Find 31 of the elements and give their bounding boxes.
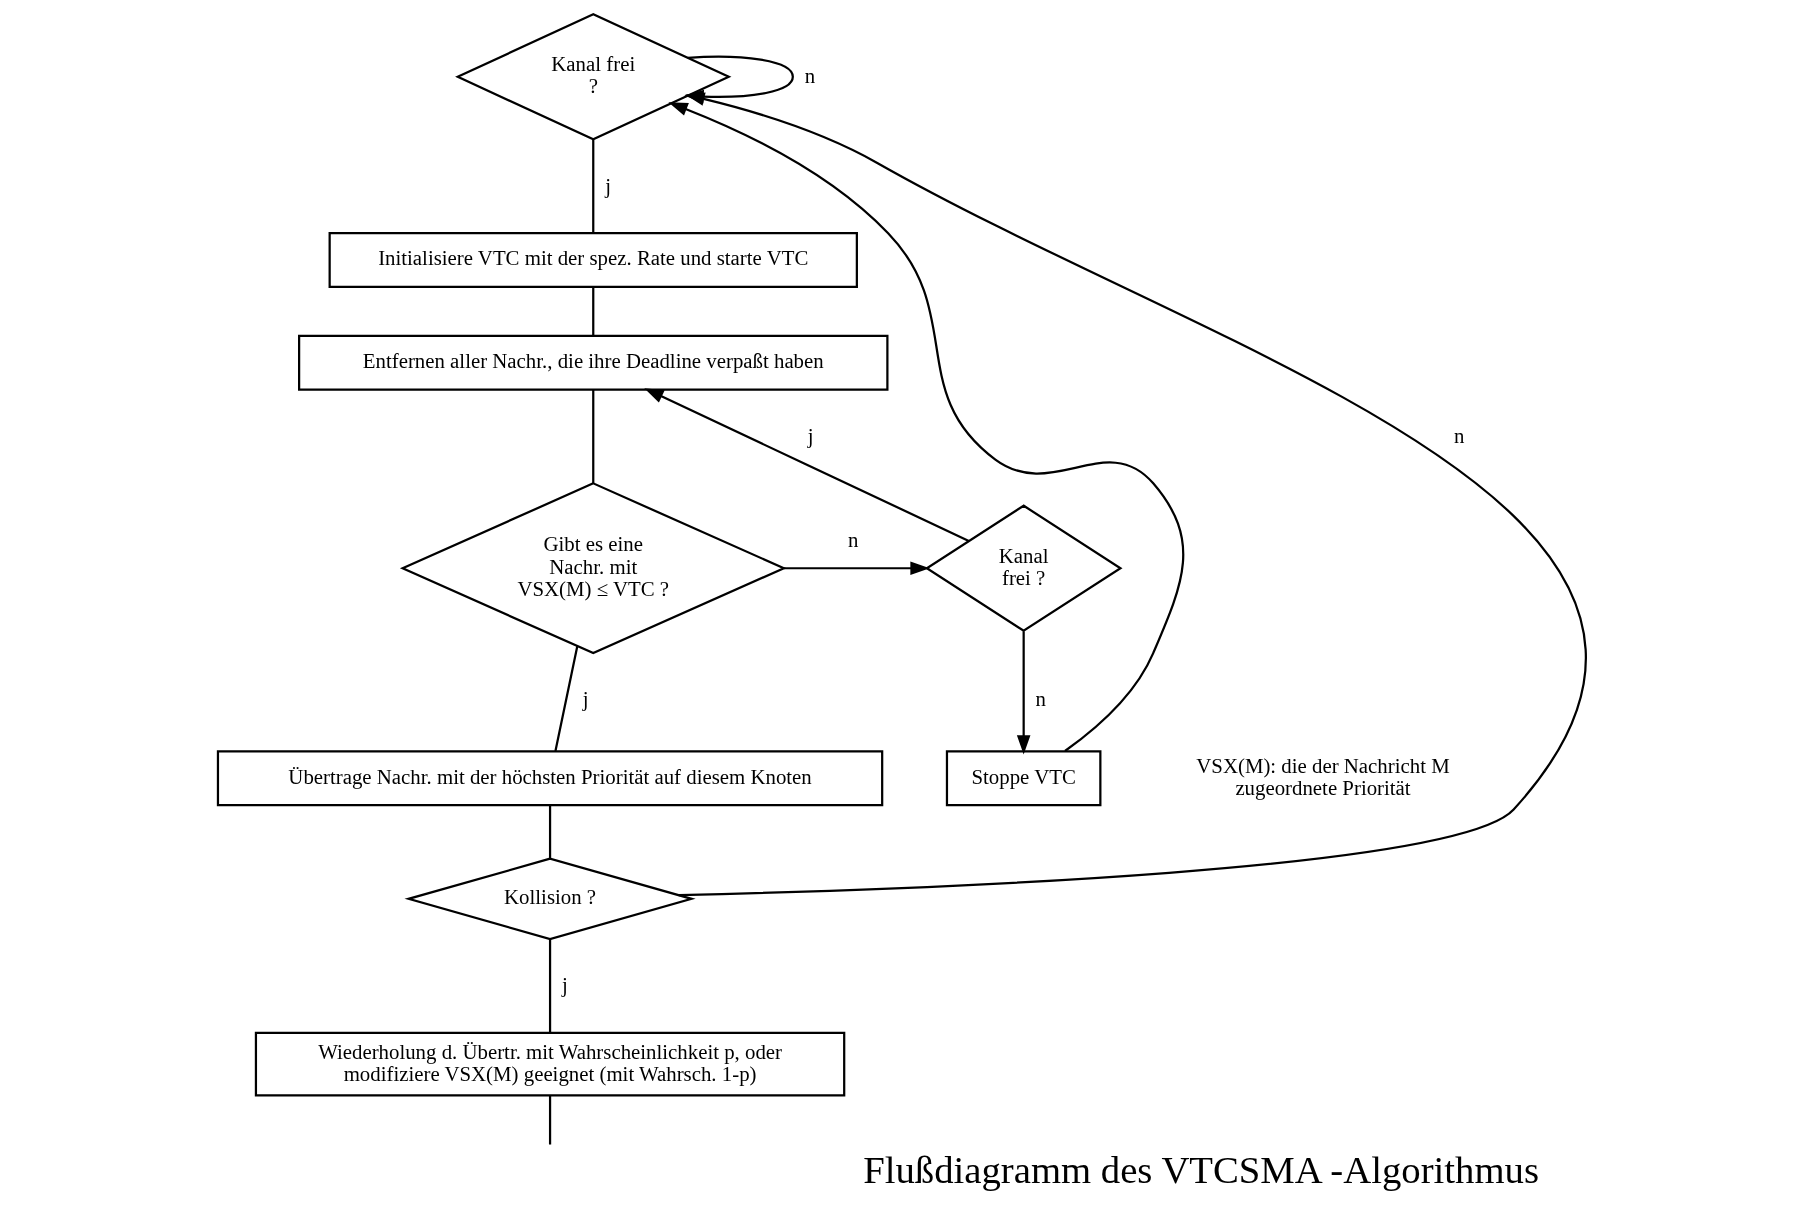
connector [554, 646, 579, 752]
label: VSX(M): die der Nachricht M zugeordnete Priorität [1196, 753, 1450, 800]
node-box: Stoppe VTC [945, 750, 1102, 807]
arrow [678, 92, 1585, 897]
node-box: Übertrage Nachr. mit der höchsten Priorität auf diesem Knoten [216, 750, 884, 807]
arrow [1016, 631, 1031, 755]
node-box: Entfernen aller Nachr., die ihre Deadline verpaßt haben [298, 334, 889, 391]
edge-label: n [1454, 423, 1465, 448]
edge-label: n [804, 64, 816, 89]
arrow [644, 388, 970, 542]
edge-label: n [847, 527, 859, 552]
connector [548, 805, 552, 859]
arrow [668, 102, 1185, 752]
diagram-title: Flußdiagramm des VTCSMA -Algorithmus [863, 1147, 1539, 1191]
connector [592, 287, 595, 336]
connector [592, 389, 595, 484]
edge-label: j [582, 687, 589, 712]
node-diamond: Kollision ? [404, 857, 696, 941]
edge-label: j [807, 423, 814, 448]
node-diamond: Gibt es eine Nachr. mit VSX(M) ≤ VTC ? [399, 482, 787, 655]
edge-label: j [561, 973, 568, 998]
node-diamond: Kanal frei ? [455, 13, 732, 141]
connector [548, 939, 552, 1033]
node-diamond: Kanal frei ? [924, 504, 1123, 633]
node-box: Initialisiere VTC mit der spez. Rate und starte VTC [328, 232, 858, 288]
edge-label: n [1035, 687, 1046, 712]
arrow [783, 561, 930, 576]
node-box: Wiederholung d. Übertr. mit Wahrscheinlichkeit p, oder modifiziere VSX(M) geeignet (mit Wahrsch. 1-p) [254, 1031, 846, 1097]
edge-label: j [605, 173, 611, 198]
connector [548, 1095, 552, 1145]
connector [592, 139, 595, 233]
